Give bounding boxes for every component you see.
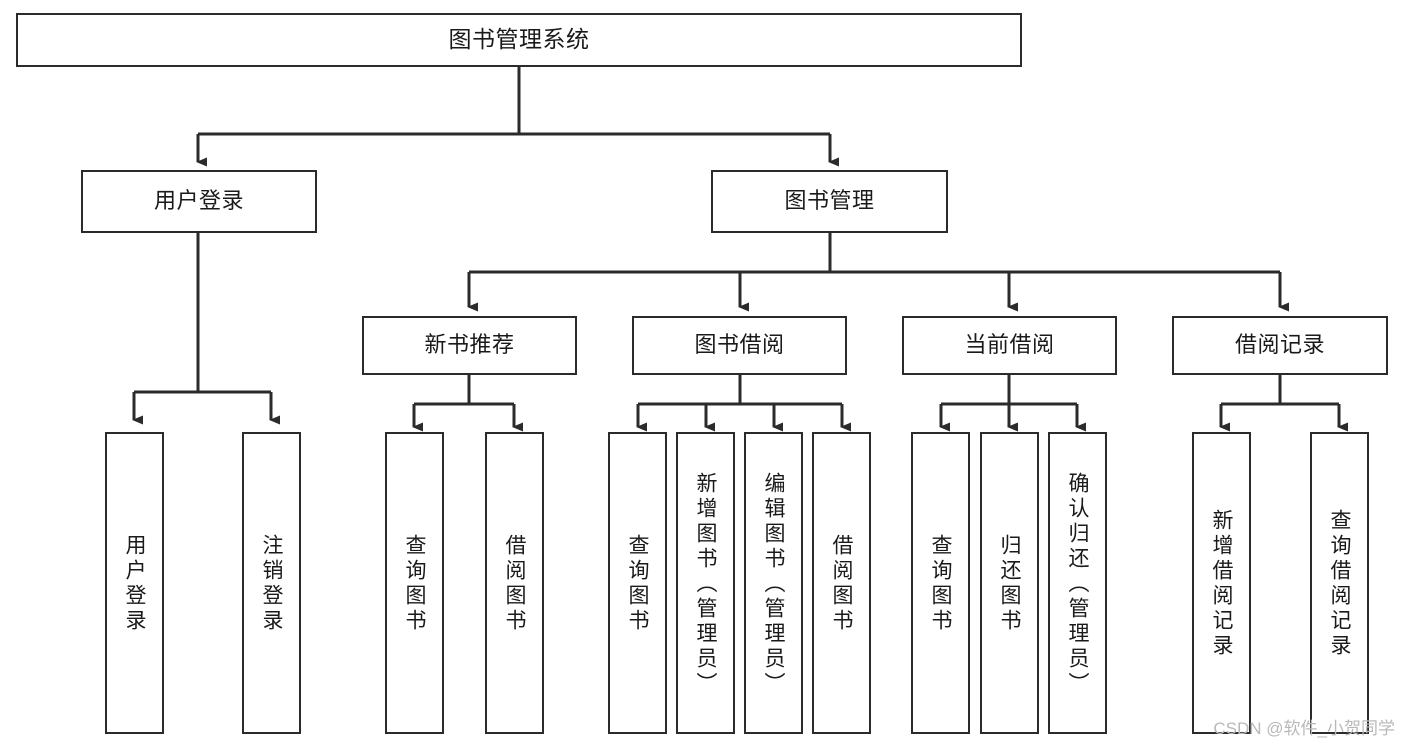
- leaf-user-login[interactable]: 用户登录: [105, 432, 164, 734]
- leaf-return-book[interactable]: 归还图书: [980, 432, 1039, 734]
- leaf-add-book-admin-label: 新增图书（管理员）: [694, 471, 717, 697]
- node-new-book-recommend[interactable]: 新书推荐: [362, 316, 577, 375]
- leaf-query-borrow-record[interactable]: 查询借阅记录: [1310, 432, 1369, 734]
- node-user-login[interactable]: 用户登录: [81, 170, 317, 233]
- node-current-borrow-label: 当前借阅: [964, 332, 1055, 358]
- node-new-book-recommend-label: 新书推荐: [424, 332, 515, 358]
- leaf-edit-book-admin-label: 编辑图书（管理员）: [762, 471, 785, 697]
- node-user-login-label: 用户登录: [153, 188, 244, 214]
- leaf-query-book-3-label: 查询图书: [929, 534, 952, 634]
- node-current-borrow[interactable]: 当前借阅: [902, 316, 1117, 375]
- leaf-query-book-2-label: 查询图书: [626, 534, 649, 634]
- leaf-query-book-3[interactable]: 查询图书: [911, 432, 970, 734]
- leaf-borrow-book-1[interactable]: 借阅图书: [485, 432, 544, 734]
- node-book-borrow-label: 图书借阅: [694, 332, 785, 358]
- node-root-system-label: 图书管理系统: [448, 26, 590, 53]
- leaf-return-book-label: 归还图书: [998, 534, 1021, 634]
- leaf-confirm-return-admin[interactable]: 确认归还（管理员）: [1048, 432, 1107, 734]
- leaf-logout-login[interactable]: 注销登录: [242, 432, 301, 734]
- leaf-query-book-2[interactable]: 查询图书: [608, 432, 667, 734]
- node-root-system[interactable]: 图书管理系统: [16, 13, 1022, 67]
- leaf-borrow-book-2[interactable]: 借阅图书: [812, 432, 871, 734]
- node-borrow-record-label: 借阅记录: [1234, 332, 1325, 358]
- leaf-add-borrow-record-label: 新增借阅记录: [1210, 509, 1233, 659]
- leaf-logout-login-label: 注销登录: [260, 534, 283, 634]
- node-book-management[interactable]: 图书管理: [711, 170, 948, 233]
- leaf-confirm-return-admin-label: 确认归还（管理员）: [1066, 471, 1089, 697]
- node-book-borrow[interactable]: 图书借阅: [632, 316, 847, 375]
- leaf-add-borrow-record[interactable]: 新增借阅记录: [1192, 432, 1251, 734]
- leaf-edit-book-admin[interactable]: 编辑图书（管理员）: [744, 432, 803, 734]
- leaf-user-login-label: 用户登录: [123, 534, 146, 634]
- leaf-query-book-1[interactable]: 查询图书: [385, 432, 444, 734]
- node-borrow-record[interactable]: 借阅记录: [1172, 316, 1388, 375]
- node-book-management-label: 图书管理: [784, 188, 875, 214]
- leaf-borrow-book-2-label: 借阅图书: [830, 534, 853, 634]
- leaf-borrow-book-1-label: 借阅图书: [503, 534, 526, 634]
- leaf-query-book-1-label: 查询图书: [403, 534, 426, 634]
- leaf-query-borrow-record-label: 查询借阅记录: [1328, 509, 1351, 659]
- leaf-add-book-admin[interactable]: 新增图书（管理员）: [676, 432, 735, 734]
